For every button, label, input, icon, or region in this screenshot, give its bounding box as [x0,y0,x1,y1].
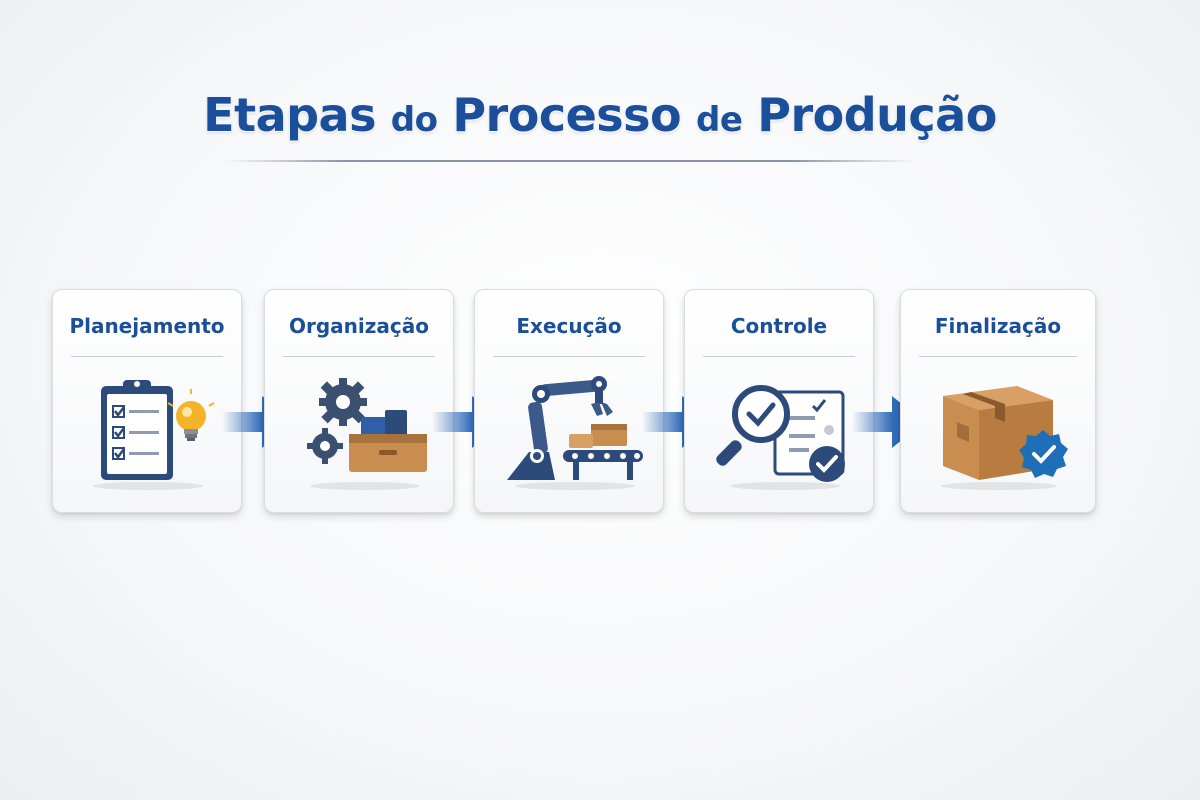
step-label-organizacao: Organização [289,314,429,338]
step-label-controle: Controle [730,314,828,338]
step-card-planejamento: Planejamento [52,289,242,513]
gears-boxes-icon [307,378,427,490]
step-card-execucao: Execução [474,289,664,513]
title-word-processo: Processo [452,88,682,142]
step-label-planejamento: Planejamento [69,314,225,338]
robotic-arm-conveyor-icon [507,376,643,490]
title-word-de: de [696,100,743,140]
step-label-execucao: Execução [516,314,622,338]
page-title: Etapas do Processo de Produção [0,88,1200,142]
title-word-producao: Produção [757,88,997,142]
title-divider [225,160,915,162]
step-divider [71,356,223,357]
step-card-controle: Controle [684,289,874,513]
magnifier-checklist-icon [716,385,845,490]
title-word-do: do [390,100,438,140]
step-divider [283,356,435,357]
step-card-organizacao: Organização [264,289,454,513]
package-verified-icon [941,386,1068,490]
step-divider [493,356,645,357]
clipboard-checklist-lightbulb-icon [93,380,215,490]
step-divider [919,356,1077,357]
title-word-etapas: Etapas [203,88,376,142]
step-label-finalizacao: Finalização [934,314,1062,338]
step-card-finalizacao: Finalização [900,289,1096,513]
step-divider [703,356,855,357]
